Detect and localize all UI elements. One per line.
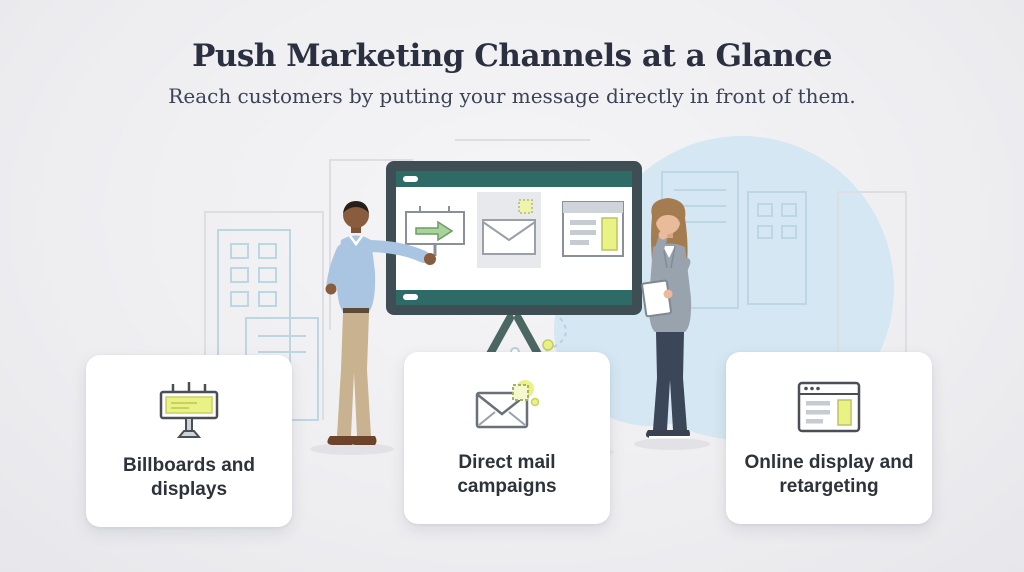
billboard-icon xyxy=(147,380,231,442)
card-billboards: Billboards and displays xyxy=(86,355,292,527)
card-label-online-display: Online display and retargeting xyxy=(744,451,914,497)
presenter-woman xyxy=(634,198,710,450)
envelope-icon xyxy=(465,377,549,439)
presentation-board xyxy=(386,161,642,459)
card-label-billboards: Billboards and displays xyxy=(123,454,255,500)
presenter-man xyxy=(310,201,436,455)
card-label-direct-mail: Direct mail campaigns xyxy=(457,451,557,497)
page-title: Push Marketing Channels at a Glance xyxy=(192,38,832,74)
board-billboard-graphic xyxy=(405,206,465,256)
page-subtitle: Reach customers by putting your message … xyxy=(168,84,856,108)
card-direct-mail: Direct mail campaigns xyxy=(404,352,610,524)
board-mail-graphic xyxy=(477,192,541,268)
browser-ad-icon xyxy=(787,377,871,439)
header: Push Marketing Channels at a Glance Reac… xyxy=(0,38,1024,108)
card-online-display: Online display and retargeting xyxy=(726,352,932,524)
board-browser-graphic xyxy=(562,201,624,257)
